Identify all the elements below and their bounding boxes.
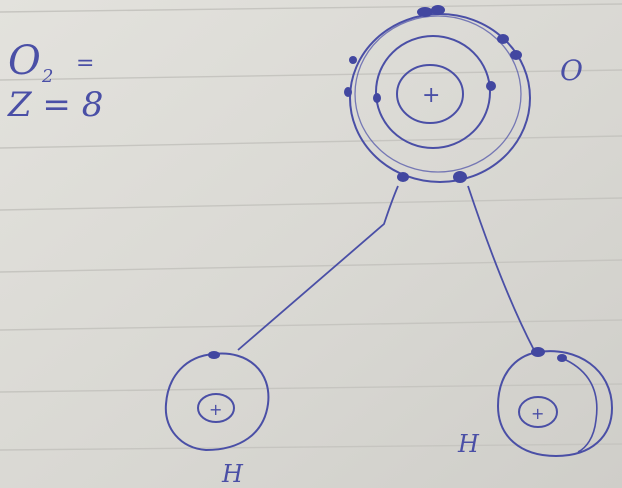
- hydrogen-right-shell-overstroke: [565, 359, 598, 453]
- hydrogen-left-nucleus-charge: +: [209, 400, 222, 419]
- hydrogen-atom-left: +: [164, 351, 270, 452]
- electron: [349, 56, 357, 64]
- note-formula-subscript: 2: [41, 66, 53, 87]
- electron: [453, 171, 467, 183]
- ruled-lines: [0, 3, 622, 451]
- electron: [497, 34, 509, 44]
- electron: [531, 347, 545, 357]
- hydrogen-right-shell: [496, 350, 614, 458]
- hydrogen-left-shell: [164, 352, 270, 452]
- handwritten-notes: O 2 = Z = 8: [7, 38, 103, 125]
- oxygen-nucleus: [396, 64, 464, 124]
- oxygen-electrons: [344, 5, 522, 183]
- hydrogen-right-nucleus-charge: +: [531, 404, 544, 423]
- electron: [344, 87, 352, 97]
- hydrogen-atom-right: +: [496, 347, 614, 458]
- note-formula: O: [8, 38, 41, 84]
- hydrogen-right-label: H: [457, 430, 480, 458]
- electron: [208, 351, 220, 359]
- electron: [486, 81, 496, 91]
- covalent-bonds: [237, 185, 535, 351]
- oxygen-nucleus-charge: +: [422, 83, 440, 108]
- electron: [431, 5, 445, 15]
- electron: [557, 354, 567, 362]
- oxygen-inner-shell: [375, 35, 491, 149]
- hydrogen-left-nucleus: [197, 393, 235, 423]
- electron: [510, 50, 522, 60]
- hydrogen-left-label: H: [221, 460, 244, 488]
- electron: [397, 172, 409, 182]
- electron: [417, 7, 433, 17]
- bond-left: [237, 185, 399, 351]
- bond-right: [467, 185, 535, 351]
- oxygen-label: O: [560, 54, 583, 87]
- oxygen-outer-shell-overstroke: [354, 15, 522, 173]
- electron: [373, 93, 381, 103]
- note-formula-equals: =: [76, 51, 94, 76]
- note-atomic-number: Z = 8: [7, 85, 103, 125]
- hydrogen-right-nucleus: [518, 396, 558, 428]
